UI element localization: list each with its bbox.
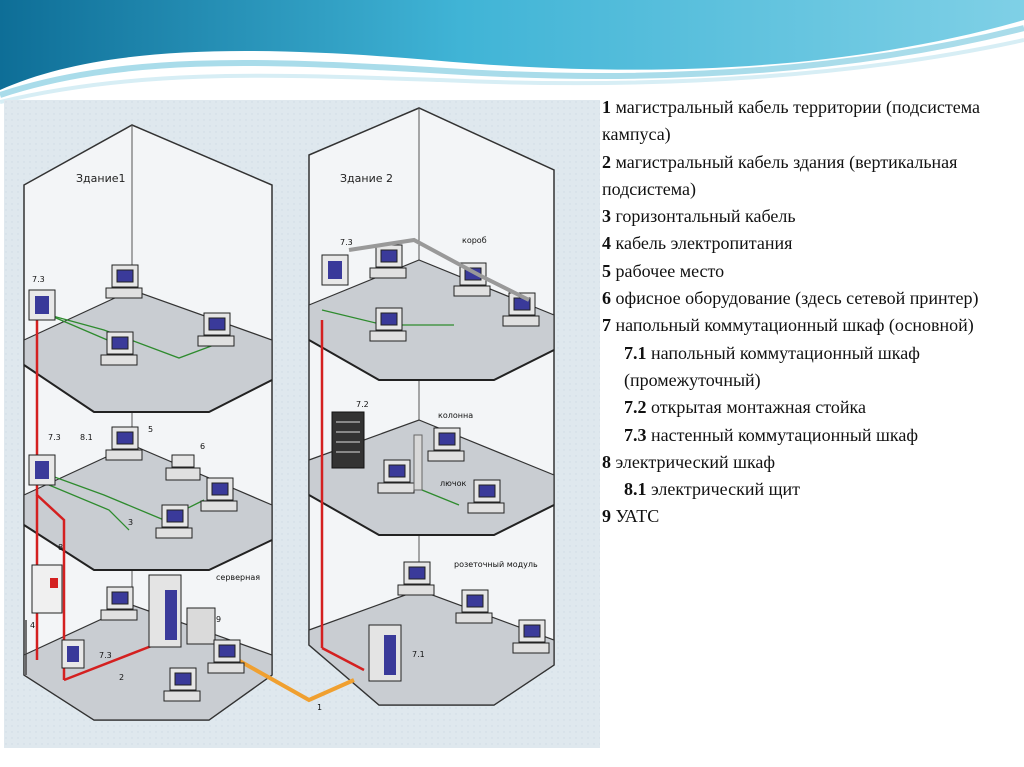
legend-item-number: 8 [602, 451, 611, 472]
legend-item: 1 магистральный кабель территории (подси… [602, 94, 1014, 149]
wall-cabinet-7-3-floor1 [61, 639, 85, 669]
cabling-diagram: Здание1 Здание 2 [4, 100, 600, 748]
legend-item-text: офисное оборудование (здесь сетевой прин… [611, 288, 979, 309]
legend-item: 2 магистральный кабель здания (вертикаль… [602, 149, 1014, 204]
legend-item-number: 7.3 [624, 424, 647, 445]
building-1: Здание1 [23, 124, 273, 721]
legend-item-text: кабель электропитания [611, 233, 793, 254]
label-7-1: 7.1 [412, 650, 425, 659]
legend-item-number: 8.1 [624, 479, 647, 500]
legend-item: 8 электрический шкаф [602, 449, 1014, 476]
label-1: 1 [317, 703, 322, 712]
label-8-1: 8.1 [80, 433, 93, 442]
cable-duct [348, 237, 530, 302]
legend-item-text: электрический шкаф [611, 451, 776, 472]
legend-item-text: магистральный кабель территории (подсист… [602, 97, 980, 145]
legend-item: 3 горизонтальный кабель [602, 203, 1014, 230]
building-2: Здание 2 [308, 107, 555, 706]
label-8: 8 [58, 543, 63, 552]
legend-item: 9 УАТС [602, 503, 1014, 530]
label-7-2: 7.2 [356, 400, 369, 409]
legend-item: 7.3 настенный коммутационный шкаф [602, 422, 1014, 449]
legend: 1 магистральный кабель территории (подси… [602, 94, 1014, 531]
wave-banner [0, 0, 1024, 110]
legend-item-number: 4 [602, 233, 611, 254]
label-5: 5 [148, 425, 153, 434]
legend-item-number: 1 [602, 97, 611, 117]
floor-cabinet-7-1 [368, 624, 402, 682]
diagram-labels: 7.3 7.3 8.1 5 6 3 8 4 7.3 2 9 1 серверна… [30, 236, 538, 712]
legend-item: 8.1 электрический щит [602, 476, 1014, 503]
legend-item-number: 6 [602, 288, 611, 309]
open-rack-7-2 [331, 411, 365, 469]
label-hatch: лючок [440, 479, 466, 488]
label-4: 4 [30, 621, 35, 630]
legend-item-text: напольный коммутационный шкаф (основной) [611, 315, 974, 336]
label-3: 3 [128, 518, 133, 527]
legend-item: 4 кабель электропитания [602, 230, 1014, 257]
legend-item-text: УАТС [611, 506, 660, 527]
wall-cabinet-7-3-b2 [321, 254, 349, 286]
legend-item-number: 7.1 [624, 342, 647, 363]
legend-item-text: настенный коммутационный шкаф [646, 424, 919, 445]
legend-item: 7 напольный коммутационный шкаф (основно… [602, 312, 1014, 339]
label-2: 2 [119, 673, 124, 682]
building-2-label: Здание 2 [340, 172, 393, 185]
building-1-label: Здание1 [76, 172, 126, 185]
main-floor-cabinet-7 [148, 574, 182, 648]
legend-item-number: 7 [602, 315, 611, 336]
legend-item-number: 7.2 [624, 397, 647, 418]
workstations [100, 244, 550, 702]
legend-item-number: 5 [602, 260, 611, 281]
label-7-3-floor3: 7.3 [32, 275, 45, 284]
label-outlet-module: розеточный модуль [454, 560, 538, 569]
legend-item-text: магистральный кабель здания (вертикальна… [602, 151, 958, 199]
column [413, 434, 423, 491]
campus-backbone-cable [228, 653, 355, 703]
label-9: 9 [216, 615, 221, 624]
legend-item-number: 3 [602, 206, 611, 227]
label-7-3-floor2: 7.3 [48, 433, 61, 442]
legend-item: 6 офисное оборудование (здесь сетевой пр… [602, 285, 1014, 312]
building-cabling-illustration: Здание1 Здание 2 [4, 100, 600, 748]
label-6: 6 [200, 442, 205, 451]
wall-cabinet-7-3-floor2 [28, 454, 56, 486]
legend-item: 7.2 открытая монтажная стойка [602, 394, 1014, 421]
legend-item-text: напольный коммутационный шкаф (промежуто… [624, 342, 920, 390]
electrical-cabinet-8 [31, 564, 63, 614]
label-duct: короб [462, 236, 487, 245]
label-server-room: серверная [216, 573, 260, 582]
legend-item-number: 9 [602, 506, 611, 527]
legend-item-text: электрический щит [646, 479, 800, 500]
wall-cabinet-7-3-floor3 [28, 289, 56, 321]
label-7-3-b2: 7.3 [340, 238, 353, 247]
legend-item-number: 2 [602, 151, 611, 172]
legend-item: 7.1 напольный коммутационный шкаф (проме… [602, 340, 1014, 395]
pbx-9 [186, 607, 216, 645]
legend-item: 5 рабочее место [602, 258, 1014, 285]
label-7-3-floor1: 7.3 [99, 651, 112, 660]
legend-item-text: горизонтальный кабель [611, 206, 796, 227]
legend-item-text: открытая монтажная стойка [646, 397, 866, 418]
label-column: колонна [438, 411, 473, 420]
legend-item-text: рабочее место [611, 260, 725, 281]
